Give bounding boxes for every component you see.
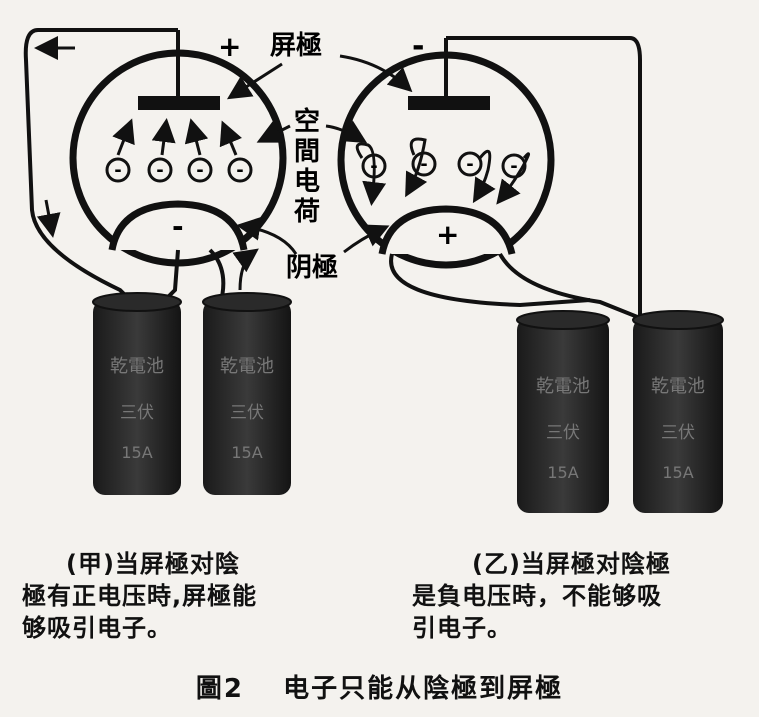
electron-sign: - <box>156 160 163 181</box>
caption-left-line-2: 極有正电压時,屏極能 <box>22 582 258 610</box>
right-electron-arrows <box>355 137 530 206</box>
left-electrons <box>105 157 253 183</box>
right-battery-2: 乾電池 三伏 15A <box>632 310 724 513</box>
electron-sign: - <box>370 156 377 177</box>
space-charge-label-3: 电 <box>294 167 320 197</box>
electron-sign: - <box>114 160 121 181</box>
left-plate-sign: + <box>218 30 241 63</box>
right-plate <box>408 96 490 110</box>
battery-label-3: 15A <box>121 443 152 462</box>
figure-number: 圖2 <box>195 674 244 704</box>
battery-label-1: 乾電池 <box>651 376 705 397</box>
left-circuit-wire <box>23 28 178 302</box>
battery-label-2: 三伏 <box>661 423 695 443</box>
left-battery-1: 乾電池 三伏 15A <box>92 292 182 495</box>
caption-right-line-1: (乙)当屏極对陰極 <box>472 550 671 578</box>
space-charge-label-1: 空 <box>294 106 320 137</box>
left-electron-arrows <box>112 118 242 156</box>
caption-left: (甲)当屏極对陰 極有正电压時,屏極能 够吸引电子。 <box>22 548 352 644</box>
left-tube <box>23 28 287 306</box>
battery-label-1: 乾電池 <box>536 376 590 397</box>
right-cathode-sign: + <box>436 218 459 251</box>
battery-label-1: 乾電池 <box>110 356 164 377</box>
space-charge-label-4: 荷 <box>294 197 320 227</box>
right-plate-sign: - <box>412 29 424 64</box>
battery-label-2: 三伏 <box>120 403 154 423</box>
battery-label-3: 15A <box>662 463 693 482</box>
battery-label-3: 15A <box>547 463 578 482</box>
electron-sign: - <box>420 154 427 175</box>
right-tube <box>337 36 642 320</box>
caption-right-line-3: 引电子。 <box>412 614 512 642</box>
battery-label-2: 三伏 <box>230 403 264 423</box>
right-circuit-wire <box>446 36 642 318</box>
space-charge-label-2: 間 <box>294 137 320 167</box>
battery-label-2: 三伏 <box>546 423 580 443</box>
caption-left-line-3: 够吸引电子。 <box>22 614 172 642</box>
caption-right: (乙)当屏極对陰極 是負电压時，不能够吸 引电子。 <box>412 548 742 644</box>
right-cathode <box>378 205 516 255</box>
caption-right-line-2: 是負电压時，不能够吸 <box>412 582 662 610</box>
left-cathode <box>108 200 248 251</box>
left-battery-2: 乾電池 三伏 15A <box>202 292 292 495</box>
figure-title: 电子只能从陰極到屏極 <box>283 674 564 704</box>
caption-left-line-1: (甲)当屏極对陰 <box>66 550 240 578</box>
plate-label: 屏極 <box>270 31 322 61</box>
electron-sign: - <box>236 160 243 181</box>
electron-sign: - <box>510 156 517 177</box>
vacuum-tube-diagram: 乾電池 三伏 15A 乾電池 三伏 15A + - ← - - - - <box>23 28 724 513</box>
left-cathode-sign: - <box>172 210 184 243</box>
battery-label-1: 乾電池 <box>220 356 274 377</box>
right-battery-1: 乾電池 三伏 15A <box>516 310 610 513</box>
cathode-label: 阴極 <box>286 253 338 283</box>
current-arrow-label: ← <box>56 57 57 59</box>
right-electrons <box>361 151 527 179</box>
figure-caption: 圖2 电子只能从陰極到屏極 <box>0 668 759 705</box>
left-plate <box>138 96 220 110</box>
electron-sign: - <box>196 160 203 181</box>
battery-label-3: 15A <box>231 443 262 462</box>
electron-sign: - <box>466 154 473 175</box>
